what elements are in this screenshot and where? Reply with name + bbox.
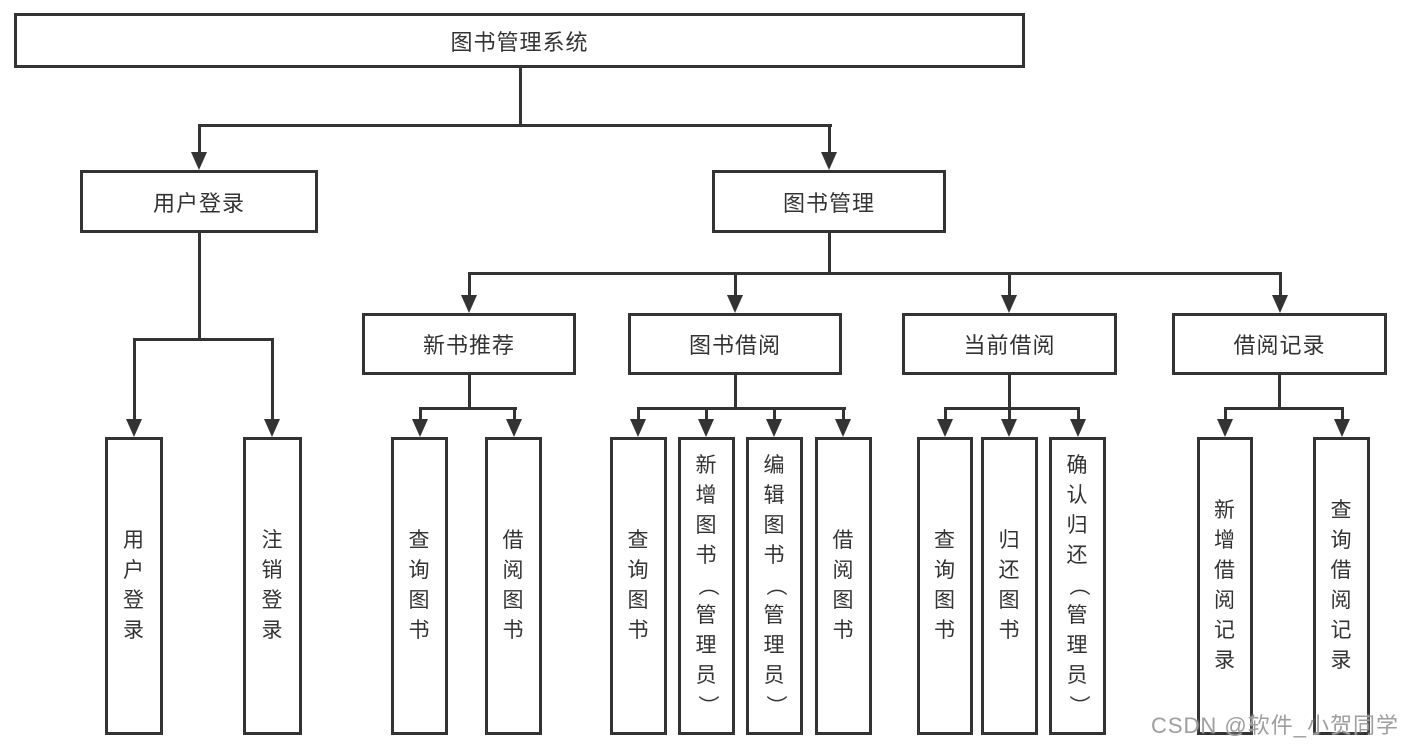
connector-drop-cb-query: [944, 407, 947, 419]
arrowhead-cb-return: [1001, 419, 1017, 437]
node-book-borrow: 图书借阅: [628, 313, 842, 375]
arrowhead-leaf-login: [126, 419, 142, 437]
connector-drop-borrow-records: [1279, 272, 1282, 295]
connector-user-login-stem: [198, 233, 201, 338]
arrowhead-user-login: [191, 152, 207, 170]
leaf-cb-query-books: 查询图书: [917, 437, 973, 735]
connector-drop-user-login: [198, 124, 201, 154]
leaf-cb-confirm-return-admin-label: 确认归还（管理员）: [1066, 454, 1090, 717]
node-book-borrow-label: 图书借阅: [688, 333, 781, 358]
leaf-bb-add-books-admin-label: 新增图书（管理员）: [695, 454, 719, 717]
connector-drop-nb-query: [419, 407, 422, 419]
leaf-nb-borrow-books: 借阅图书: [485, 437, 542, 735]
node-new-book-recommend: 新书推荐: [362, 313, 576, 375]
leaf-br-query-record: 查询借阅记录: [1313, 437, 1370, 735]
leaf-bb-borrow-books-label: 借阅图书: [832, 529, 855, 642]
arrowhead-bb-add: [698, 419, 714, 437]
arrowhead-br-add: [1217, 419, 1233, 437]
connector-drop-book-borrow: [734, 272, 737, 295]
csdn-watermark: CSDN @软件_小贺同学: [1150, 713, 1399, 738]
connector-drop-cb-confirm: [1077, 407, 1080, 419]
node-book-management-label: 图书管理: [782, 190, 875, 216]
arrowhead-borrow-records: [1272, 295, 1288, 313]
connector-newbook-hbar: [419, 407, 517, 410]
leaf-user-login: 用户登录: [105, 437, 163, 735]
leaf-logout-label: 注销登录: [261, 529, 284, 642]
node-library-system-label: 图书管理系统: [450, 29, 589, 55]
leaf-cb-return-books-label: 归还图书: [998, 529, 1021, 642]
leaf-cb-return-books: 归还图书: [981, 437, 1038, 735]
connector-cb-hbar: [944, 407, 1080, 410]
connector-drop-bb-query: [637, 407, 640, 419]
leaf-bb-query-books-label: 查询图书: [627, 529, 650, 642]
node-library-system: 图书管理系统: [14, 13, 1025, 68]
leaf-user-login-label: 用户登录: [123, 529, 145, 642]
arrowhead-cb-confirm: [1070, 419, 1086, 437]
connector-book-mgmt-stem: [828, 233, 831, 272]
connector-drop-nb-borrow: [513, 407, 516, 419]
connector-newbook-stem: [468, 375, 471, 407]
leaf-nb-query-books-label: 查询图书: [408, 529, 431, 642]
connector-root-hbar: [198, 124, 832, 127]
arrowhead-current-borrow: [1001, 295, 1017, 313]
leaf-bb-query-books: 查询图书: [610, 437, 667, 735]
connector-drop-br-add: [1224, 407, 1227, 419]
connector-drop-new-book: [468, 272, 471, 295]
connector-cb-stem: [1008, 375, 1011, 407]
node-new-book-recommend-label: 新书推荐: [422, 333, 515, 358]
connector-drop-bb-add: [705, 407, 708, 419]
arrowhead-bb-borrow: [835, 419, 851, 437]
connector-drop-bb-edit: [773, 407, 776, 419]
arrowhead-br-query: [1334, 419, 1350, 437]
leaf-bb-borrow-books: 借阅图书: [815, 437, 872, 735]
node-borrow-records-label: 借阅记录: [1233, 333, 1326, 358]
leaf-br-add-record-label: 新增借阅记录: [1214, 499, 1236, 672]
connector-bb-hbar: [637, 407, 846, 410]
arrowhead-nb-borrow: [506, 419, 522, 437]
arrowhead-bb-edit: [766, 419, 782, 437]
leaf-br-add-record: 新增借阅记录: [1197, 437, 1253, 735]
arrowhead-cb-query: [937, 419, 953, 437]
connector-drop-current-borrow: [1008, 272, 1011, 295]
connector-drop-leaf-login: [133, 338, 136, 419]
connector-drop-leaf-logout: [271, 338, 274, 419]
leaf-bb-edit-books-admin: 编辑图书（管理员）: [746, 437, 803, 735]
connector-br-hbar: [1224, 407, 1344, 410]
node-current-borrow-label: 当前借阅: [963, 333, 1056, 358]
arrowhead-leaf-logout: [264, 419, 280, 437]
node-user-login: 用户登录: [80, 170, 318, 233]
leaf-logout: 注销登录: [243, 437, 302, 735]
leaf-br-query-record-label: 查询借阅记录: [1330, 499, 1353, 672]
leaf-nb-borrow-books-label: 借阅图书: [502, 529, 525, 642]
leaf-cb-confirm-return-admin: 确认归还（管理员）: [1049, 437, 1106, 735]
node-book-management: 图书管理: [712, 170, 946, 233]
node-borrow-records: 借阅记录: [1172, 313, 1387, 375]
leaf-bb-edit-books-admin-label: 编辑图书（管理员）: [763, 454, 787, 717]
arrowhead-bb-query: [630, 419, 646, 437]
connector-drop-cb-return: [1008, 407, 1011, 419]
connector-br-stem: [1278, 375, 1281, 407]
node-user-login-label: 用户登录: [152, 190, 245, 216]
connector-drop-bb-borrow: [842, 407, 845, 419]
connector-bb-stem: [734, 375, 737, 407]
connector-book-mgmt-hbar: [468, 272, 1282, 275]
leaf-cb-query-books-label: 查询图书: [934, 529, 956, 642]
arrowhead-new-book: [461, 295, 477, 313]
leaf-bb-add-books-admin: 新增图书（管理员）: [678, 437, 735, 735]
node-current-borrow: 当前借阅: [902, 313, 1117, 375]
connector-drop-br-query: [1341, 407, 1344, 419]
connector-root-stem: [519, 68, 522, 124]
connector-drop-book-mgmt: [828, 124, 831, 154]
leaf-nb-query-books: 查询图书: [391, 437, 448, 735]
connector-user-login-hbar: [133, 338, 274, 341]
arrowhead-book-borrow: [727, 295, 743, 313]
arrowhead-nb-query: [412, 419, 428, 437]
arrowhead-book-mgmt: [821, 152, 837, 170]
